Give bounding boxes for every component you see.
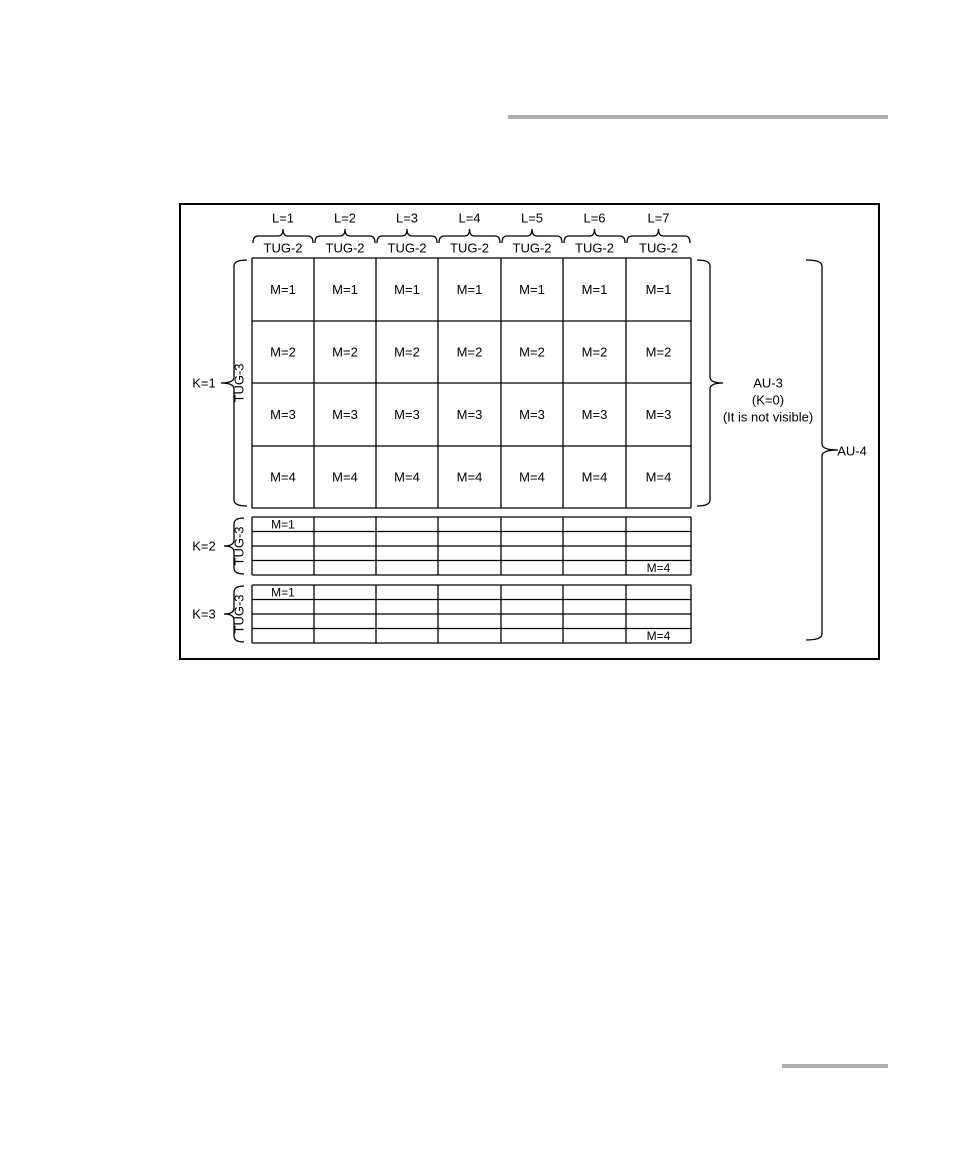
au3-label: AU-3	[753, 376, 783, 391]
tug3-label: TUG-3	[232, 527, 247, 566]
m-label: M=4	[646, 470, 672, 485]
m-label: M=1	[332, 282, 358, 297]
m-label: M=4	[394, 470, 420, 485]
l-label: L=2	[334, 211, 356, 226]
m-label: M=4	[457, 470, 483, 485]
m-label: M=3	[519, 407, 545, 422]
m-label: M=4	[647, 629, 671, 643]
m-label: M=3	[457, 407, 483, 422]
au3-label: (It is not visible)	[723, 410, 813, 425]
tug2-label: TUG-2	[326, 241, 365, 256]
m-label: M=2	[270, 345, 296, 360]
m-label: M=2	[394, 345, 420, 360]
tug2-label: TUG-2	[513, 241, 552, 256]
m-label: M=2	[646, 345, 672, 360]
tug2-label: TUG-2	[575, 241, 614, 256]
k-label: K=1	[192, 376, 216, 391]
m-label: M=2	[332, 345, 358, 360]
m-label: M=1	[271, 585, 295, 599]
m-label: M=1	[394, 282, 420, 297]
tug2-label: TUG-2	[450, 241, 489, 256]
k-label: K=2	[192, 539, 216, 554]
m-label: M=3	[646, 407, 672, 422]
m-label: M=1	[271, 517, 295, 531]
m-label: M=1	[457, 282, 483, 297]
m-label: M=1	[519, 282, 545, 297]
au4-brace	[806, 260, 838, 640]
l-label: L=7	[647, 211, 669, 226]
k-label: K=3	[192, 607, 216, 622]
m-label: M=3	[332, 407, 358, 422]
m-label: M=4	[332, 470, 358, 485]
m-label: M=2	[457, 345, 483, 360]
l-label: L=5	[521, 211, 543, 226]
m-label: M=1	[270, 282, 296, 297]
m-label: M=4	[270, 470, 296, 485]
tug3-label: TUG-3	[232, 364, 247, 403]
l-label: L=3	[396, 211, 418, 226]
tug2-label: TUG-2	[264, 241, 303, 256]
l-label: L=6	[583, 211, 605, 226]
au3-brace	[697, 260, 723, 506]
m-label: M=4	[519, 470, 545, 485]
m-label: M=1	[582, 282, 608, 297]
tug2-label: TUG-2	[388, 241, 427, 256]
m-label: M=1	[646, 282, 672, 297]
m-label: M=3	[270, 407, 296, 422]
m-label: M=3	[582, 407, 608, 422]
m-label: M=2	[519, 345, 545, 360]
m-label: M=2	[582, 345, 608, 360]
tug2-label: TUG-2	[639, 241, 678, 256]
au3-label: (K=0)	[752, 393, 784, 408]
tug3-label: TUG-3	[232, 595, 247, 634]
au4-label: AU-4	[837, 444, 867, 459]
m-label: M=4	[582, 470, 608, 485]
l-label: L=4	[458, 211, 480, 226]
l-label: L=1	[272, 211, 294, 226]
m-label: M=3	[394, 407, 420, 422]
m-label: M=4	[647, 561, 671, 575]
